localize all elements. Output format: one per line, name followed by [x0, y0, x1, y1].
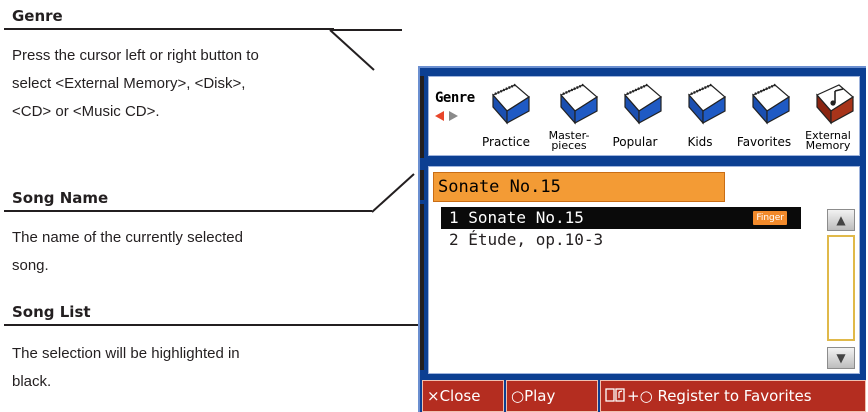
song-list-item[interactable]: 2 Étude, op.10-3 [441, 229, 801, 251]
genre-annotation-line: Press the cursor left or right button to [12, 47, 259, 64]
device-screen: Genre [418, 66, 866, 412]
song-name-field: Sonate No.15 [433, 172, 725, 202]
register-prefix: +○ [627, 387, 653, 405]
finger-badge: Finger [753, 211, 787, 225]
song-name-annotation-line: The name of the currently selected [12, 229, 243, 246]
cursor-right-icon[interactable] [449, 111, 458, 121]
register-favorites-button[interactable]: +○ Register to Favorites [600, 380, 866, 412]
song-list-annotation-title: Song List [4, 300, 114, 326]
song-name-annotation-title: Song Name [4, 186, 372, 212]
song-name-connector [371, 173, 415, 213]
genre-item-practice[interactable]: Practice [482, 135, 530, 149]
song-list-annotation-line: The selection will be highlighted in [12, 345, 240, 362]
song-list-item-label: 1 Sonate No.15 [449, 208, 584, 227]
close-button[interactable]: ×Close [422, 380, 504, 412]
genre-connector-diagonal [329, 29, 375, 71]
song-list-bracket [420, 204, 424, 370]
blue-book-icon[interactable] [487, 83, 533, 125]
cursor-left-icon[interactable] [435, 111, 444, 121]
blue-book-icon[interactable] [555, 83, 601, 125]
genre-annotation-line: <CD> or <Music CD>. [12, 103, 160, 120]
scroll-down-icon[interactable]: ▼ [827, 347, 855, 369]
song-list-item-label: 2 Étude, op.10-3 [449, 230, 604, 249]
register-label: Register to Favorites [657, 387, 812, 405]
song-list-connector [4, 324, 424, 326]
scroll-thumb[interactable] [827, 235, 855, 341]
genre-annotation-line: select <External Memory>, <Disk>, [12, 75, 246, 92]
footer-bar: ×Close ○Play +○ Register to Favorites [422, 380, 866, 412]
genre-item-external-memory[interactable]: External Memory [797, 129, 859, 152]
song-name-connector-diagonal [371, 173, 415, 213]
song-list-item[interactable]: 1 Sonate No.15 Finger [441, 207, 801, 229]
genre-annotation-title: Genre [4, 4, 334, 30]
genre-annotation-text: Press the cursor left or right button to… [12, 42, 259, 126]
genre-bracket [420, 76, 424, 158]
genre-item-popular[interactable]: Popular [612, 135, 658, 149]
genre-item-masterpieces[interactable]: Master- pieces [541, 129, 597, 152]
book-pair-icon [605, 383, 627, 402]
play-button[interactable]: ○Play [506, 380, 598, 412]
song-list-annotation-line: black. [12, 373, 52, 390]
genre-connector [329, 29, 402, 71]
song-list-annotation-text: The selection will be highlighted in bla… [12, 340, 240, 396]
song-name-annotation-text: The name of the currently selected song. [12, 224, 243, 280]
song-list: 1 Sonate No.15 Finger 2 Étude, op.10-3 [433, 207, 813, 369]
song-panel: Sonate No.15 1 Sonate No.15 Finger 2 Étu… [428, 166, 860, 374]
song-name-bracket [420, 170, 424, 200]
blue-book-icon[interactable] [683, 83, 729, 125]
blue-book-icon[interactable] [747, 83, 793, 125]
scroll-up-icon[interactable]: ▲ [827, 209, 855, 231]
genre-item-favorites[interactable]: Favorites [736, 135, 792, 149]
scrollbar[interactable]: ▲ ▼ [827, 209, 855, 369]
genre-item-masterpieces-label: Master- pieces [548, 129, 590, 152]
genre-item-kids[interactable]: Kids [687, 135, 713, 149]
blue-book-icon[interactable] [619, 83, 665, 125]
song-name-annotation-line: song. [12, 257, 49, 274]
genre-item-external-memory-label: External Memory [805, 129, 851, 152]
book-pair-icon-svg [605, 388, 625, 402]
genre-label: Genre [435, 90, 475, 106]
music-book-icon[interactable] [811, 83, 857, 125]
genre-panel: Genre [428, 76, 860, 156]
